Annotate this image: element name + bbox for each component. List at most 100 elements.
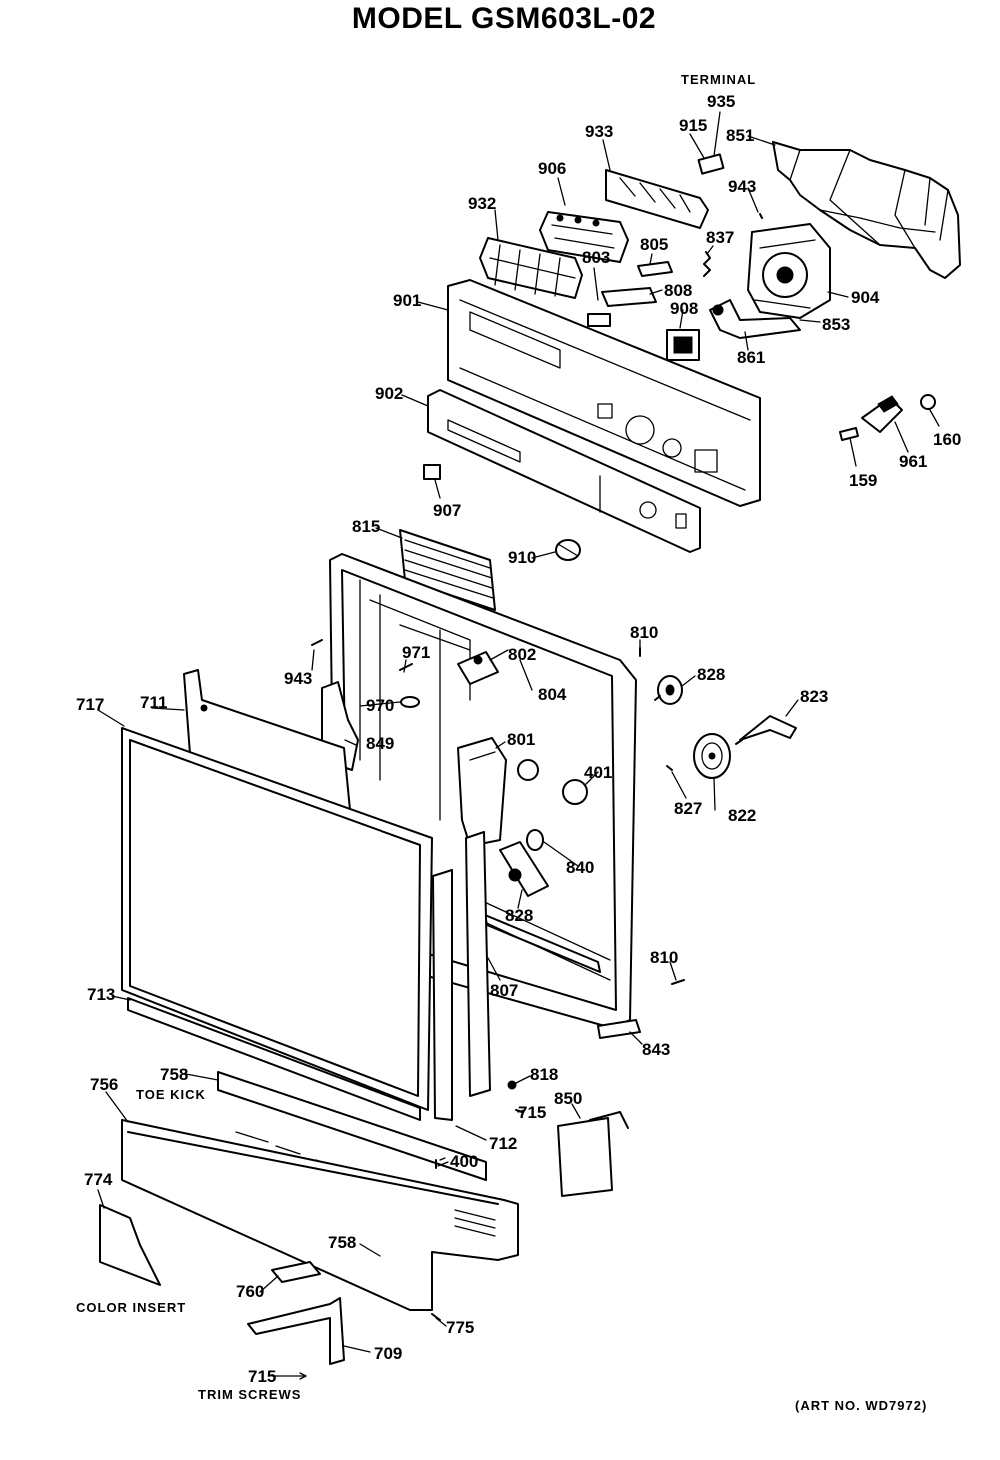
- label-910: 910: [508, 548, 536, 567]
- label-711: 711: [140, 693, 167, 712]
- clip-907: [423, 464, 441, 480]
- label-774: 774: [84, 1170, 113, 1189]
- label-850: 850: [554, 1089, 582, 1108]
- timer-904: [747, 223, 831, 319]
- control-panel-901: [447, 279, 761, 507]
- part-843: [597, 1019, 641, 1039]
- label-901: 901: [393, 291, 421, 310]
- label-807: 807: [490, 981, 518, 1000]
- strip-713: [127, 997, 421, 1121]
- art-number: (ART NO. WD7972): [795, 1398, 927, 1413]
- part-775: [431, 1313, 441, 1321]
- label-159: 159: [849, 471, 877, 490]
- door-panel-717: [121, 727, 433, 1111]
- toe-kick-758: [217, 1071, 487, 1181]
- label-808: 808: [664, 281, 692, 300]
- wheel-822: [693, 733, 731, 779]
- label-810-top: 810: [630, 623, 658, 642]
- caption-terminal: TERMINAL: [681, 72, 756, 87]
- label-915-top: 915: [679, 116, 707, 135]
- arm-828: [499, 841, 549, 897]
- label-961: 961: [899, 452, 927, 471]
- strip-712: [432, 869, 453, 1121]
- part-160: [920, 394, 936, 410]
- bracket-709: [247, 1297, 345, 1365]
- label-805: 805: [640, 235, 668, 254]
- label-775: 775: [446, 1318, 474, 1337]
- pulley-828: [654, 675, 683, 705]
- label-818: 818: [530, 1065, 558, 1084]
- part-840: [526, 829, 544, 851]
- terminal-housing-851: [772, 141, 961, 279]
- latch-801: [457, 737, 507, 847]
- hinge-802: [457, 651, 499, 685]
- bracket-933: [605, 169, 709, 229]
- label-823: 823: [800, 687, 828, 706]
- label-908: 908: [670, 299, 698, 318]
- part-970: [400, 696, 420, 708]
- bracket-850: [557, 1111, 629, 1197]
- leader-lines: [97, 111, 940, 1380]
- labels: TERMINAL 935 933 915 851 943 906 932 805…: [76, 72, 961, 1413]
- caption-trim-screws: TRIM SCREWS: [198, 1387, 301, 1402]
- label-837: 837: [706, 228, 734, 247]
- label-933: 933: [585, 122, 613, 141]
- label-827: 827: [674, 799, 702, 818]
- label-715-bottom: 715: [248, 1367, 276, 1386]
- model-title: MODEL GSM603L-02: [351, 2, 657, 35]
- label-758-top: 758: [160, 1065, 188, 1084]
- part-943-top: [759, 213, 763, 219]
- label-943-top: 943: [728, 177, 756, 196]
- label-902: 902: [375, 384, 403, 403]
- label-756: 756: [90, 1075, 118, 1094]
- part-803: [587, 313, 611, 327]
- label-935: 935: [707, 92, 735, 111]
- label-904: 904: [851, 288, 880, 307]
- spring-837: [703, 251, 711, 277]
- caption-toe-kick: TOE KICK: [136, 1087, 206, 1102]
- switch-932: [479, 237, 583, 299]
- label-801: 801: [507, 730, 535, 749]
- label-713: 713: [87, 985, 115, 1004]
- label-717: 717: [76, 695, 104, 714]
- label-160: 160: [933, 430, 961, 449]
- part-808: [601, 287, 657, 307]
- label-853: 853: [822, 315, 850, 334]
- part-827: [666, 765, 673, 771]
- label-815: 815: [352, 517, 380, 536]
- label-849: 849: [366, 734, 394, 753]
- label-943-mid: 943: [284, 669, 312, 688]
- label-907: 907: [433, 501, 461, 520]
- vent-815: [399, 529, 496, 611]
- screw-810-bottom: [671, 979, 685, 985]
- label-861: 861: [737, 348, 765, 367]
- part-401: [562, 779, 588, 805]
- label-828-right: 828: [697, 665, 725, 684]
- label-401: 401: [584, 763, 612, 782]
- switch-906: [539, 211, 629, 263]
- label-822: 822: [728, 806, 756, 825]
- label-906: 906: [538, 159, 566, 178]
- knob-961: [861, 395, 903, 433]
- bracket-861: [709, 299, 801, 339]
- label-828-mid: 828: [505, 906, 533, 925]
- label-758-bottom: 758: [328, 1233, 356, 1252]
- caption-color-insert: COLOR INSERT: [76, 1300, 186, 1315]
- color-insert-774: [99, 1204, 161, 1286]
- panel-insert-902: [427, 389, 701, 553]
- label-803: 803: [582, 248, 610, 267]
- label-970: 970: [366, 696, 394, 715]
- part-818: [507, 1080, 517, 1090]
- strip-807: [465, 831, 491, 1097]
- part-159: [839, 427, 859, 441]
- part-805: [637, 261, 673, 277]
- label-709: 709: [374, 1344, 402, 1363]
- terminal-915: [697, 153, 725, 175]
- part-943-mid: [311, 639, 323, 646]
- part-760: [271, 1261, 321, 1283]
- label-760: 760: [236, 1282, 264, 1301]
- part-908: [666, 329, 700, 361]
- label-810-bottom: 810: [650, 948, 678, 967]
